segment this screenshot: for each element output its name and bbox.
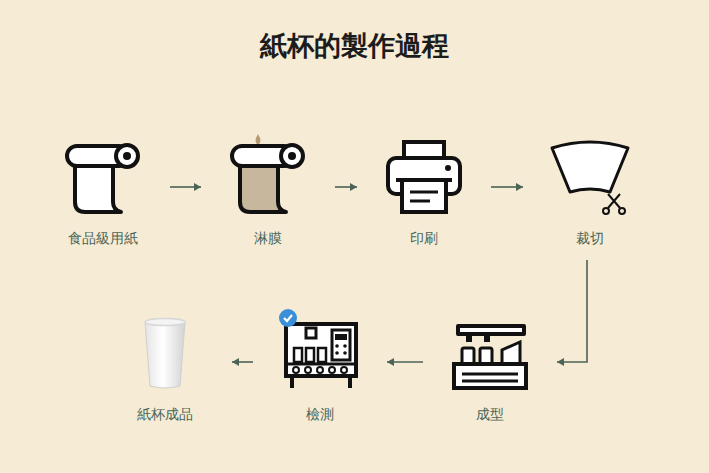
arrow-head: [232, 358, 239, 366]
step-icon: [125, 312, 205, 392]
step-label: 食品級用紙: [48, 228, 158, 248]
step-illustration: [125, 312, 205, 392]
arrow-head: [557, 358, 564, 366]
process-step: 食品級用紙: [48, 136, 158, 248]
step-label: 裁切: [535, 228, 645, 248]
flow-arrow: [232, 358, 253, 366]
step-illustration: [63, 136, 143, 216]
step-label: 紙杯成品: [110, 404, 220, 424]
process-step: 淋膜: [213, 136, 323, 248]
process-step: 紙杯成品: [110, 312, 220, 424]
step-label: 淋膜: [213, 228, 323, 248]
step-icon: [550, 136, 630, 216]
arrow-line: [557, 260, 587, 362]
step-icon: [63, 136, 143, 216]
flow-arrow: [170, 183, 201, 191]
arrow-head: [350, 183, 357, 191]
step-illustration: [550, 136, 630, 216]
process-step: 裁切: [535, 136, 645, 248]
step-label: 檢測: [265, 404, 375, 424]
step-illustration: [228, 136, 308, 216]
flow-arrow: [491, 183, 523, 191]
arrow-head: [516, 183, 523, 191]
flow-arrow: [387, 358, 423, 366]
flow-arrow: [557, 260, 587, 366]
step-icon: [384, 136, 464, 216]
step-illustration: [450, 312, 530, 392]
step-icon: [280, 312, 360, 392]
process-step: 檢測: [265, 312, 375, 424]
step-illustration: [384, 136, 464, 216]
step-icon: [228, 136, 308, 216]
step-icon: [450, 312, 530, 392]
step-illustration: [280, 312, 360, 392]
diagram-title: 紙杯的製作過程: [0, 28, 709, 64]
process-step: 成型: [435, 312, 545, 424]
arrow-head: [194, 183, 201, 191]
flow-arrow: [335, 183, 357, 191]
step-label: 印刷: [369, 228, 479, 248]
step-label: 成型: [435, 404, 545, 424]
process-step: 印刷: [369, 136, 479, 248]
arrow-head: [387, 358, 394, 366]
